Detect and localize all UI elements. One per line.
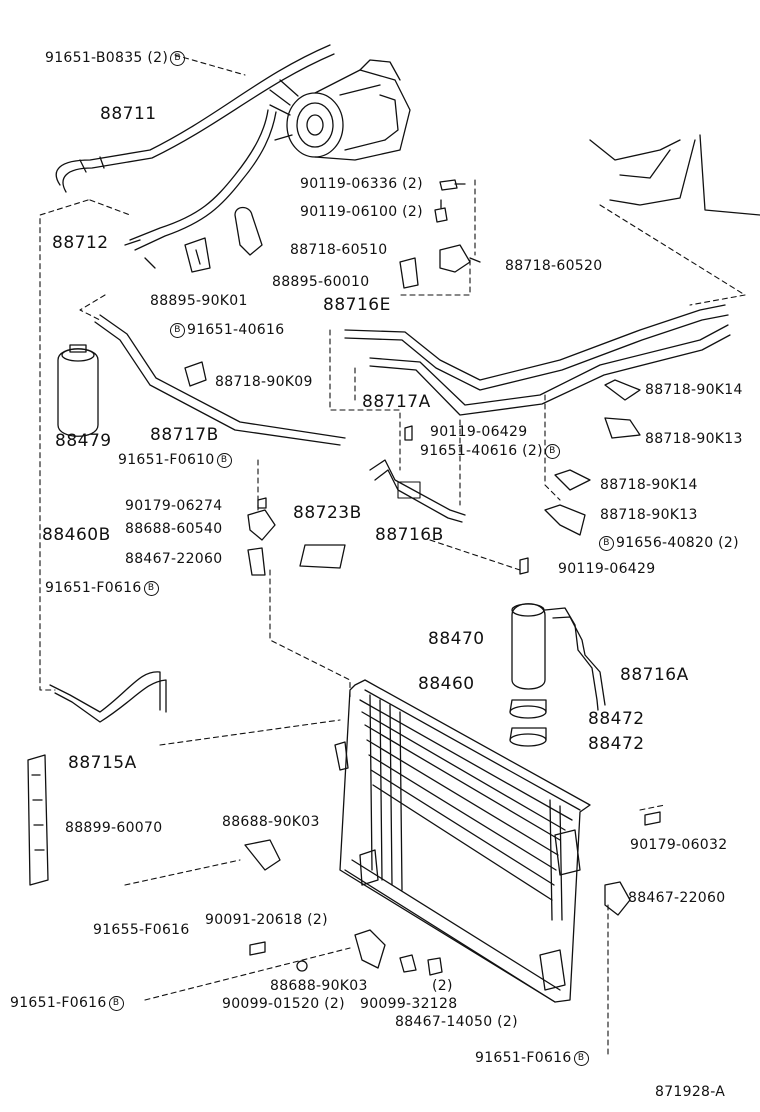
pipe-88716A (544, 607, 606, 711)
label-88717a: 88717A (362, 392, 431, 412)
label-91651-b0835: 91651-B0835 (2)B (45, 50, 187, 66)
drawing-number: 871928-A (655, 1084, 726, 1100)
label-88895-60010: 88895-60010 (272, 274, 370, 290)
label-90119-06429-a: 90119-06429 (430, 424, 528, 440)
compressor (269, 59, 411, 161)
label-88470: 88470 (428, 629, 485, 649)
label-88718-90k14-a: 88718-90K14 (645, 382, 743, 398)
label-90091-20618: 90091-20618 (2) (205, 912, 328, 928)
dashed-leaders (39, 54, 746, 1056)
bolts (249, 179, 661, 976)
label-88718-90k14-b: 88718-90K14 (600, 477, 698, 493)
label-88460b: 88460B (42, 525, 111, 545)
label-88467-22060-b: 88467-22060 (628, 890, 726, 906)
label-88479: 88479 (55, 431, 112, 451)
label-88718-90k13-b: 88718-90K13 (600, 507, 698, 523)
label-88688-60540: 88688-60540 (125, 521, 223, 537)
pipe-88717A (369, 324, 731, 416)
label-88712: 88712 (52, 233, 109, 253)
receiver-88470 (509, 603, 547, 747)
label-90119-06429-b: 90119-06429 (558, 561, 656, 577)
label-88688-90k03-b: 88688-90K03 (270, 978, 368, 994)
seal-88899 (27, 754, 49, 886)
label-88472-b: 88472 (588, 734, 645, 754)
label-88717b: 88717B (150, 425, 219, 445)
condenser-88460 (339, 679, 591, 1003)
label-91655-f0616: 91655-F0616 (93, 922, 190, 938)
label-88460: 88460 (418, 674, 475, 694)
label-qty-2: (2) (432, 978, 453, 994)
label-88716b: 88716B (375, 525, 444, 545)
label-88715a: 88715A (68, 753, 137, 773)
label-88467-14050: 88467-14050 (2) (395, 1014, 518, 1030)
label-90119-06336: 90119-06336 (2) (300, 176, 423, 192)
label-88716e: 88716E (323, 295, 391, 315)
pipe-88716B (369, 459, 466, 523)
label-90099-01520: 90099-01520 (2) (222, 996, 345, 1012)
label-88688-90k03-a: 88688-90K03 (222, 814, 320, 830)
label-88895-90k01: 88895-90K01 (150, 293, 248, 309)
label-88718-60520: 88718-60520 (505, 258, 603, 274)
label-90179-06274: 90179-06274 (125, 498, 223, 514)
label-88472-a: 88472 (588, 709, 645, 729)
label-90179-06032: 90179-06032 (630, 837, 728, 853)
label-88899-60070: 88899-60070 (65, 820, 163, 836)
pad-88723B (299, 544, 346, 569)
label-88718-90k09: 88718-90K09 (215, 374, 313, 390)
label-90119-06100: 90119-06100 (2) (300, 204, 423, 220)
label-91651-40616-2: 91651-40616 (2)B (420, 443, 562, 459)
pipe-88715A (49, 671, 167, 723)
engine-body (589, 134, 760, 216)
pipe-88716E (344, 304, 729, 391)
label-88718-60510: 88718-60510 (290, 242, 388, 258)
label-88716a: 88716A (620, 665, 689, 685)
receiver-88479 (57, 344, 99, 437)
label-88711: 88711 (100, 104, 157, 124)
label-88718-90k13-a: 88718-90K13 (645, 431, 743, 447)
hose-88711 (55, 44, 335, 193)
pipe-88717B (94, 314, 346, 446)
clamps (184, 206, 641, 969)
label-88467-22060-a: 88467-22060 (125, 551, 223, 567)
label-88723b: 88723B (293, 503, 362, 523)
hose-88712 (124, 109, 277, 269)
label-90099-32128: 90099-32128 (360, 996, 458, 1012)
